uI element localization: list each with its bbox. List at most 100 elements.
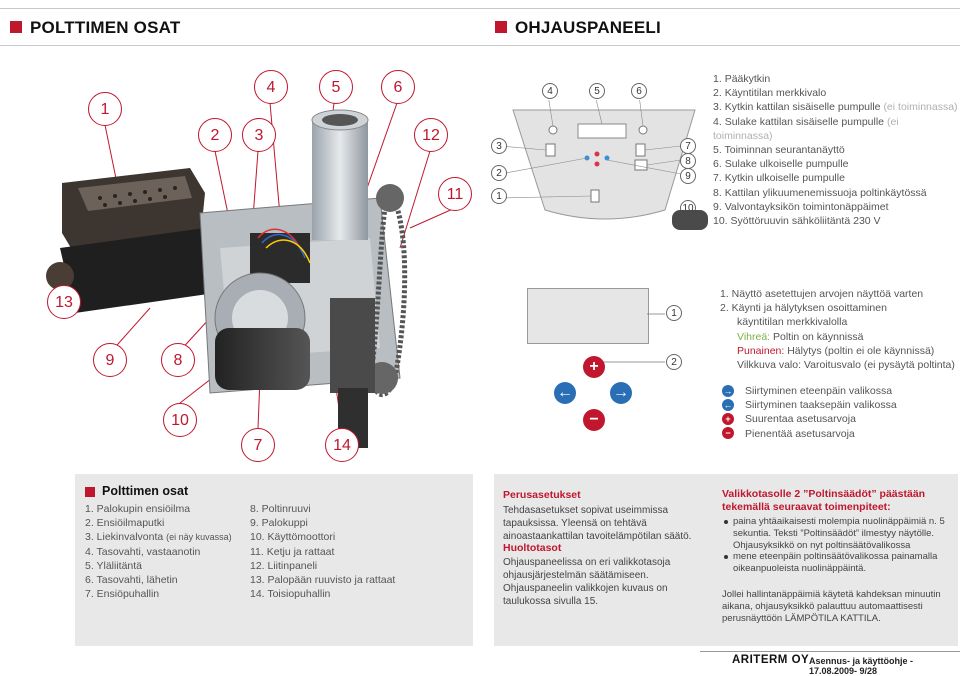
callout-2: 2 — [198, 118, 232, 152]
list-item: 6. Sulake ulkoiselle pumpulle — [713, 158, 849, 171]
section-title-control-panel: OHJAUSPANEELI — [515, 18, 661, 37]
list-item: 5. Yläliitäntä — [85, 559, 143, 572]
section-title-burner-parts: POLTTIMEN OSAT — [30, 18, 181, 37]
panel-callout-8: 8 — [680, 153, 696, 169]
panel-callout-4: 4 — [542, 83, 558, 99]
callout-4: 4 — [254, 70, 288, 104]
callout-1: 1 — [88, 92, 122, 126]
footer-doc-info: Asennus- ja käyttöohje - 17.08.2009- 9/2… — [809, 656, 914, 676]
list-item: Pienentää asetusarvoja — [745, 427, 855, 440]
panel-callout-1: 1 — [491, 188, 507, 204]
display-leader-lines — [595, 313, 665, 363]
list-item: 4. Tasovahti, vastaanotin — [85, 545, 201, 558]
section-marker — [85, 487, 95, 497]
basic-settings-title: Perusasetukset — [503, 489, 581, 501]
top-rule — [0, 8, 960, 9]
bullet — [724, 520, 728, 524]
arrow-right-button[interactable]: → — [610, 382, 632, 404]
list-item: käyntitilan merkkivalolla — [737, 316, 848, 329]
list-item: 5. Toiminnan seurantanäyttö — [713, 144, 845, 157]
section-marker — [495, 21, 507, 33]
list-item: Siirtyminen eteenpäin valikossa — [745, 385, 893, 397]
list-item: 1. Palokupin ensiöilma — [85, 503, 191, 515]
arrow-right-icon: → — [722, 385, 734, 397]
callout-14: 14 — [325, 428, 359, 462]
bullet — [724, 555, 728, 559]
callout-8: 8 — [161, 343, 195, 377]
display-callout-2: 2 — [666, 354, 682, 370]
panel-parts-list: 1. Pääkytkin 2. Käyntitilan merkkivalo 3… — [713, 72, 958, 228]
menu-level-step2: mene eteenpäin poltinsäätövalikossa pain… — [733, 551, 938, 574]
parts-list-col1: 1. Palokupin ensiöilma 2. Ensiöilmaputki… — [85, 502, 232, 601]
panel-callout-3: 3 — [491, 138, 507, 154]
header-rule — [0, 45, 960, 46]
list-item: 10. Käyttömoottori — [250, 531, 336, 544]
panel-callout-9: 9 — [680, 168, 696, 184]
parts-box-title: Polttimen osat — [102, 484, 189, 498]
list-item: 13. Palopään ruuvisto ja rattaat — [250, 574, 396, 587]
panel-callout-6: 6 — [631, 83, 647, 99]
parts-box: Polttimen osat 1. Palokupin ensiöilma 2.… — [75, 474, 473, 646]
callout-9: 9 — [93, 343, 127, 377]
burner-illustration — [46, 102, 456, 448]
list-item: 12. Liitinpaneli — [250, 559, 318, 572]
status-red: Punainen: Hälytys (poltin ei ole käynnis… — [737, 344, 935, 357]
footer-brand: ARITERM OY — [732, 654, 810, 666]
parts-list-col2: 8. Poltinruuvi 9. Palokuppi 10. Käyttömo… — [250, 502, 395, 601]
list-item: 8. Kattilan ylikuumenemissuoja poltinkäy… — [713, 186, 927, 199]
minus-button[interactable]: − — [583, 409, 605, 431]
service-levels-title: Huoltotasot — [503, 542, 562, 554]
list-item: 8. Poltinruuvi — [250, 503, 311, 515]
display-explanation: 1. Näyttö asetettujen arvojen näyttöä va… — [720, 287, 955, 372]
feed-screw-socket — [672, 210, 708, 230]
arrow-left-icon: ← — [722, 399, 734, 411]
control-panel-diagram — [505, 100, 696, 220]
list-item: 7. Kytkin ulkoiselle pumpulle — [713, 172, 845, 185]
basic-settings-box: Perusasetukset Tehdasasetukset sopivat u… — [494, 474, 716, 646]
plus-icon: + — [722, 413, 734, 425]
callout-10: 10 — [163, 403, 197, 437]
list-item: 6. Tasovahti, lähetin — [85, 574, 178, 587]
list-item: 2. Ensiöilmaputki — [85, 517, 165, 530]
list-item: 7. Ensiöpuhallin — [85, 588, 160, 601]
callout-12: 12 — [414, 118, 448, 152]
buttons-legend: Siirtyminen eteenpäin valikossa Siirtymi… — [745, 384, 955, 441]
list-item: 10. Syöttöruuvin sähköliitäntä 230 V — [713, 215, 881, 228]
list-item: 3. Liekinvalvonta (ei näy kuvassa) — [85, 531, 232, 544]
list-item: Suurentaa asetusarvoja — [745, 413, 856, 426]
list-item: 3. Kytkin kattilan sisäiselle pumpulle (… — [713, 101, 958, 114]
list-item: 9. Valvontayksikön toimintonäppäimet — [713, 200, 889, 213]
callout-6: 6 — [381, 70, 415, 104]
list-item: Vilkkuva valo: Varoitusvalo (ei pysäytä … — [737, 359, 955, 372]
panel-callout-5: 5 — [589, 83, 605, 99]
callout-13: 13 — [47, 285, 81, 319]
list-item: 14. Toisiopuhallin — [250, 588, 331, 601]
display-screen — [527, 288, 649, 344]
footer-rule — [700, 651, 960, 652]
list-item: 1. Pääkytkin — [713, 73, 771, 85]
list-item: 11. Ketju ja rattaat — [250, 545, 335, 558]
list-item: 2. Käynti ja hälytyksen osoittaminen — [720, 302, 887, 315]
status-green: Vihreä: Poltin on käynnissä — [737, 330, 864, 343]
basic-settings-text: Tehdasasetukset sopivat useimmissa tapau… — [503, 505, 692, 542]
menu-level-box: Valikkotasolle 2 ”Poltinsäädöt” päästään… — [716, 474, 958, 646]
callout-3: 3 — [242, 118, 276, 152]
plus-button[interactable]: + — [583, 356, 605, 378]
panel-callout-7: 7 — [680, 138, 696, 154]
list-item: 9. Palokuppi — [250, 517, 308, 530]
menu-level-note: Jollei hallintanäppäimiä käytetä kahdeks… — [722, 589, 941, 624]
panel-callout-2: 2 — [491, 165, 507, 181]
list-item: 1. Näyttö asetettujen arvojen näyttöä va… — [720, 288, 924, 300]
menu-level-step1: paina yhtäaikaisesti molempia nuolinäppä… — [733, 516, 945, 551]
menu-level-title: Valikkotasolle 2 ”Poltinsäädöt” päästään… — [722, 488, 926, 513]
callout-11: 11 — [438, 177, 472, 211]
section-marker — [10, 21, 22, 33]
minus-icon: − — [722, 427, 734, 439]
display-callout-1: 1 — [666, 305, 682, 321]
callout-5: 5 — [319, 70, 353, 104]
callout-7: 7 — [241, 428, 275, 462]
list-item: 4. Sulake kattilan sisäiselle pumpulle (… — [713, 115, 899, 142]
list-item: Siirtyminen taaksepäin valikossa — [745, 399, 897, 412]
arrow-left-button[interactable]: ← — [554, 382, 576, 404]
service-levels-text: Ohjauspaneelissa on eri valikkotasoja oh… — [503, 557, 671, 607]
